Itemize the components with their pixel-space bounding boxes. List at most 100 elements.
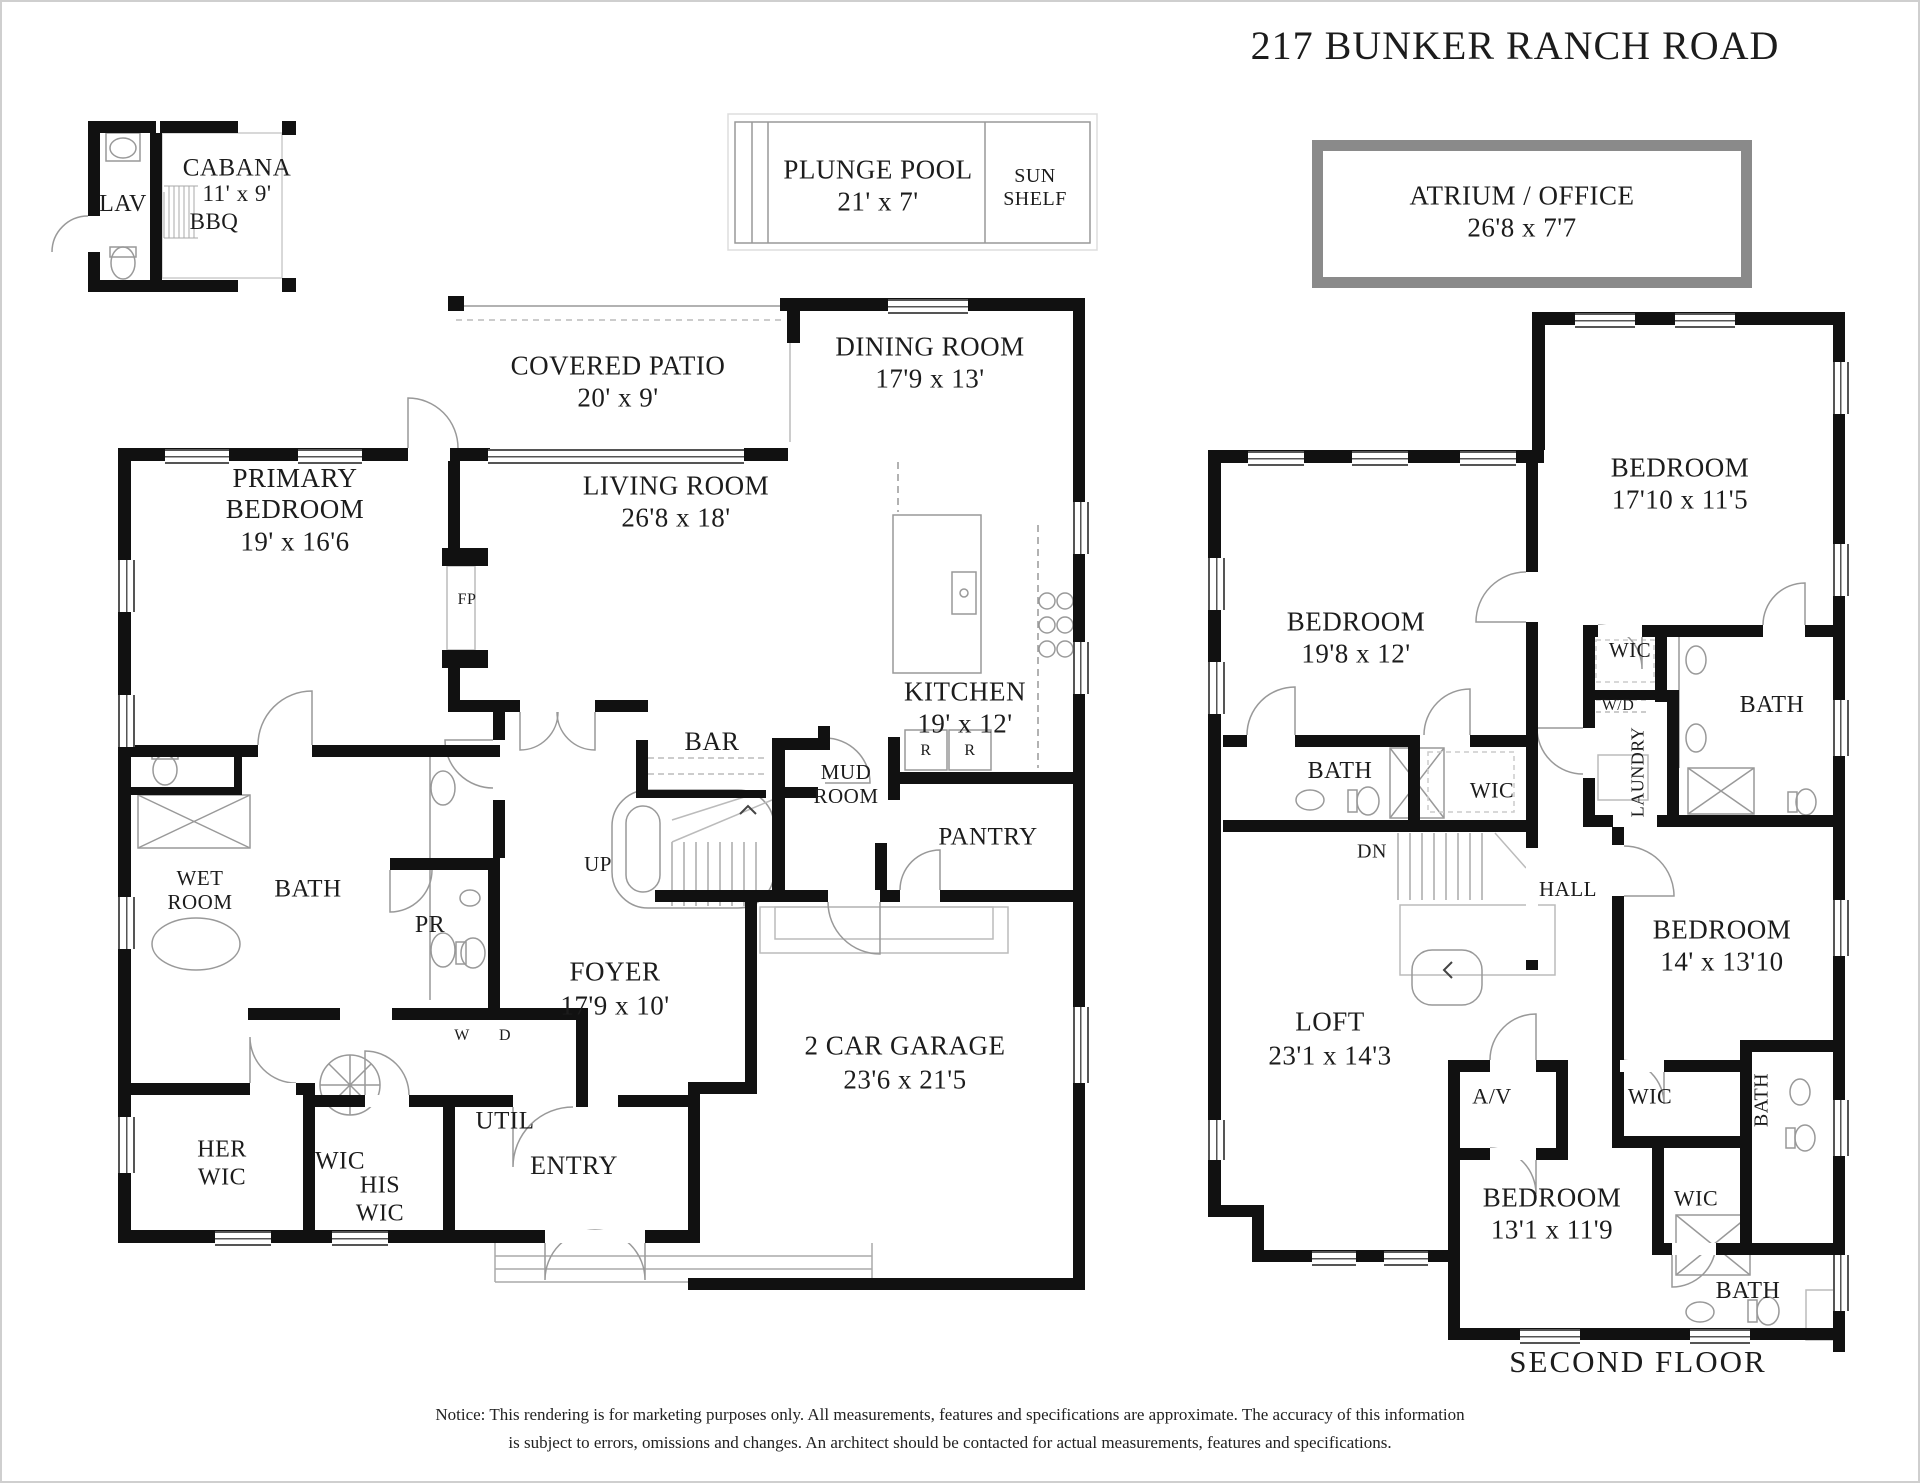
door-gap: [1620, 1060, 1664, 1072]
wall: [448, 668, 460, 712]
room-dims-living: 26'8 x 18': [621, 502, 731, 533]
room-dims-bedroom-e: 14' x 13'10: [1660, 946, 1784, 977]
wall: [745, 902, 757, 1082]
wall: [118, 448, 131, 1243]
wall: [688, 1278, 1085, 1290]
wall: [1833, 312, 1845, 1352]
room-label-primary: PRIMARY BEDROOM: [225, 462, 365, 524]
window: [165, 449, 229, 464]
notice-line-2: is subject to errors, omissions and chan…: [508, 1433, 1392, 1452]
room-label-bedroom-s: BEDROOM: [1482, 1182, 1622, 1213]
room-label-bbq: BBQ: [189, 208, 239, 234]
room-label-bath-w: BATH: [1307, 758, 1373, 785]
wall: [595, 700, 648, 712]
window: [1833, 700, 1849, 756]
wall: [1208, 1205, 1264, 1217]
room-dims-garage: 23'6 x 21'5: [843, 1064, 967, 1095]
room-dims-covered-patio: 20' x 9': [577, 382, 659, 413]
room-label-kitchen: KITCHEN: [904, 676, 1026, 707]
room-label-living: LIVING ROOM: [582, 470, 770, 501]
wall: [875, 843, 887, 902]
room-label-dining: DINING ROOM: [835, 331, 1025, 362]
door-gap: [1583, 728, 1595, 778]
wall: [455, 1095, 513, 1107]
room-label-wic-se: WIC: [1673, 1185, 1719, 1211]
window: [1248, 451, 1304, 466]
room-label-bedroom-ne: BEDROOM: [1610, 452, 1750, 483]
wall: [282, 278, 296, 292]
room-dims-cabana: 11' x 9': [202, 180, 272, 206]
wall: [1556, 1072, 1568, 1160]
wall: [618, 1095, 700, 1107]
room-label-hall: HALL: [1539, 876, 1597, 901]
door-gap: [1526, 572, 1538, 622]
wall: [787, 311, 800, 343]
wall: [1612, 896, 1624, 1060]
room-label-bath: BATH: [274, 875, 342, 903]
door-gap: [900, 890, 940, 902]
window: [1208, 662, 1225, 714]
atrium-frame: [1312, 140, 1752, 288]
room-label-entry: ENTRY: [530, 1151, 618, 1181]
wall: [1612, 1136, 1752, 1148]
notice-line-1: Notice: This rendering is for marketing …: [435, 1405, 1465, 1424]
wall: [450, 448, 490, 461]
room-label-laundry: LAUNDRY: [1627, 726, 1648, 818]
wall: [1252, 1250, 1460, 1262]
wall: [455, 700, 520, 712]
room-label-sun-shelf: SUN SHELF: [1003, 165, 1067, 210]
door-gap: [1672, 1243, 1716, 1255]
wall: [900, 772, 1073, 784]
window: [1073, 502, 1089, 554]
window: [1312, 1251, 1356, 1266]
room-label-bath-e: BATH: [1750, 1072, 1773, 1128]
door-gap: [1613, 815, 1657, 827]
window: [1208, 558, 1225, 610]
room-label-atrium: ATRIUM / OFFICE: [1409, 180, 1635, 211]
wall: [1208, 450, 1221, 1217]
wall: [88, 280, 238, 292]
room-dims-bedroom-s: 13'1 x 11'9: [1490, 1214, 1614, 1245]
wall: [150, 133, 162, 280]
door-gap: [1247, 735, 1295, 747]
wall: [1652, 1136, 1664, 1255]
window: [1520, 1329, 1580, 1344]
room-dims-bedroom-w: 19'8 x 12': [1301, 638, 1411, 669]
wall: [1667, 690, 1679, 815]
wall: [1740, 1148, 1752, 1243]
fireplace-wall: [442, 650, 488, 668]
room-label-cabana: CABANA: [182, 154, 292, 182]
wall: [785, 787, 818, 798]
fireplace-wall: [442, 548, 488, 566]
wall: [1073, 298, 1085, 1290]
wall: [118, 1230, 462, 1243]
window: [298, 449, 362, 464]
room-label-wic: WIC: [314, 1147, 366, 1175]
wall: [1532, 312, 1545, 450]
wall: [493, 712, 505, 740]
door-gap: [1420, 735, 1470, 747]
second-floor-caption: SECOND FLOOR: [1509, 1344, 1767, 1380]
wall: [1408, 747, 1420, 820]
door-gap: [1763, 625, 1805, 637]
window: [1073, 642, 1089, 694]
window: [1352, 451, 1408, 466]
wall: [130, 787, 242, 795]
window: [118, 560, 135, 612]
door-gap: [545, 1230, 645, 1243]
wall: [493, 800, 505, 858]
room-label-bedroom-e: BEDROOM: [1652, 914, 1792, 945]
door-gap: [258, 745, 312, 757]
page-title: 217 BUNKER RANCH ROAD: [1250, 23, 1780, 68]
label-fridge-left: R: [920, 741, 932, 759]
wall: [1655, 625, 1667, 702]
room-label-wic-mid: WIC: [1469, 777, 1515, 803]
window: [1675, 313, 1735, 328]
room-label-her-wic: HER WIC: [197, 1136, 247, 1190]
wall: [576, 1008, 588, 1107]
room-dims-primary: 19' x 16'6: [240, 526, 350, 557]
window: [888, 299, 968, 314]
label-up: UP: [584, 851, 612, 876]
wall: [488, 858, 500, 1020]
